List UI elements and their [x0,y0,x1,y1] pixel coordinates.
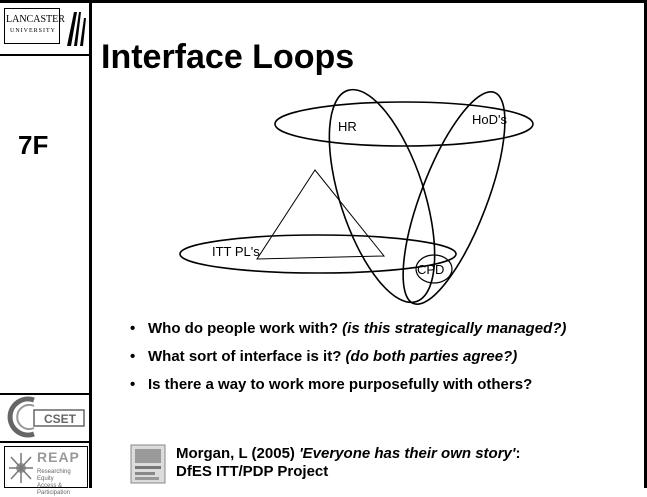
list-item: • Is there a way to work more purposeful… [130,376,640,394]
lancaster-university-logo: LANCASTER UNIVERSITY [4,8,86,48]
cpd-label: CPD [417,262,444,277]
page-title: Interface Loops [101,38,355,76]
hods-cpd-loop [402,91,506,305]
bullet-dot: • [130,320,136,337]
reap-logo-subtitle: Researching Equity Access & Participatio… [37,469,87,497]
bullet-main: Is there a way to work more purposefully… [148,376,533,393]
reap-logo: REAP Researching Equity Access & Partici… [4,446,88,496]
bullet-dot: • [130,376,136,393]
reap-sunburst-icon [9,453,33,483]
cset-logo-text: CSET [44,412,77,426]
bullet-note: (is this strategically managed?) [342,320,567,337]
reap-logo-text: REAP [37,449,80,465]
reap-logo-sub1: Researching Equity [37,469,71,482]
frame-top-border [0,0,647,3]
reference-citation: Morgan, L (2005) 'Everyone has their own… [176,445,646,481]
frame-right-border [644,0,647,488]
logo-line2: UNIVERSITY [10,28,56,34]
reap-logo-sub2: Access & Participation [37,483,71,496]
reference-title: 'Everyone has their own story' [299,445,516,462]
reference-project: DfES ITT/PDP Project [176,463,329,480]
bullet-list: • Who do people work with? (is this stra… [130,320,640,404]
itt-cpd-loop [179,234,457,274]
reference-author: Morgan, L (2005) [176,445,300,462]
hr-hods-loop [274,101,534,147]
bullet-dot: • [130,348,136,365]
cset-logo: CSET [7,396,85,438]
interface-loops-diagram: HR HoD's ITT PL's CPD [179,88,534,305]
hr-label: HR [338,119,357,134]
reference-colon: : [515,445,521,462]
book-cover-image [130,444,166,484]
bullet-main: Who do people work with? [148,320,343,337]
logo-frame [4,8,60,44]
central-triangle [256,169,386,260]
itt-label: ITT PL's [212,244,260,259]
sidebar-divider [0,393,91,395]
sidebar-divider [0,54,91,56]
cpd-node [415,254,453,284]
hods-label: HoD's [472,112,507,127]
list-item: • What sort of interface is it? (do both… [130,348,640,366]
lancaster-crest-icon [67,12,86,46]
bullet-note: (do both parties agree?) [345,348,518,365]
session-tag: 7F [18,130,49,160]
list-item: • Who do people work with? (is this stra… [130,320,640,338]
sidebar [0,0,92,488]
hr-cpd-loop [328,88,436,304]
logo-line1: LANCASTER [6,14,65,25]
sidebar-divider [0,441,91,443]
bullet-main: What sort of interface is it? [148,348,346,365]
